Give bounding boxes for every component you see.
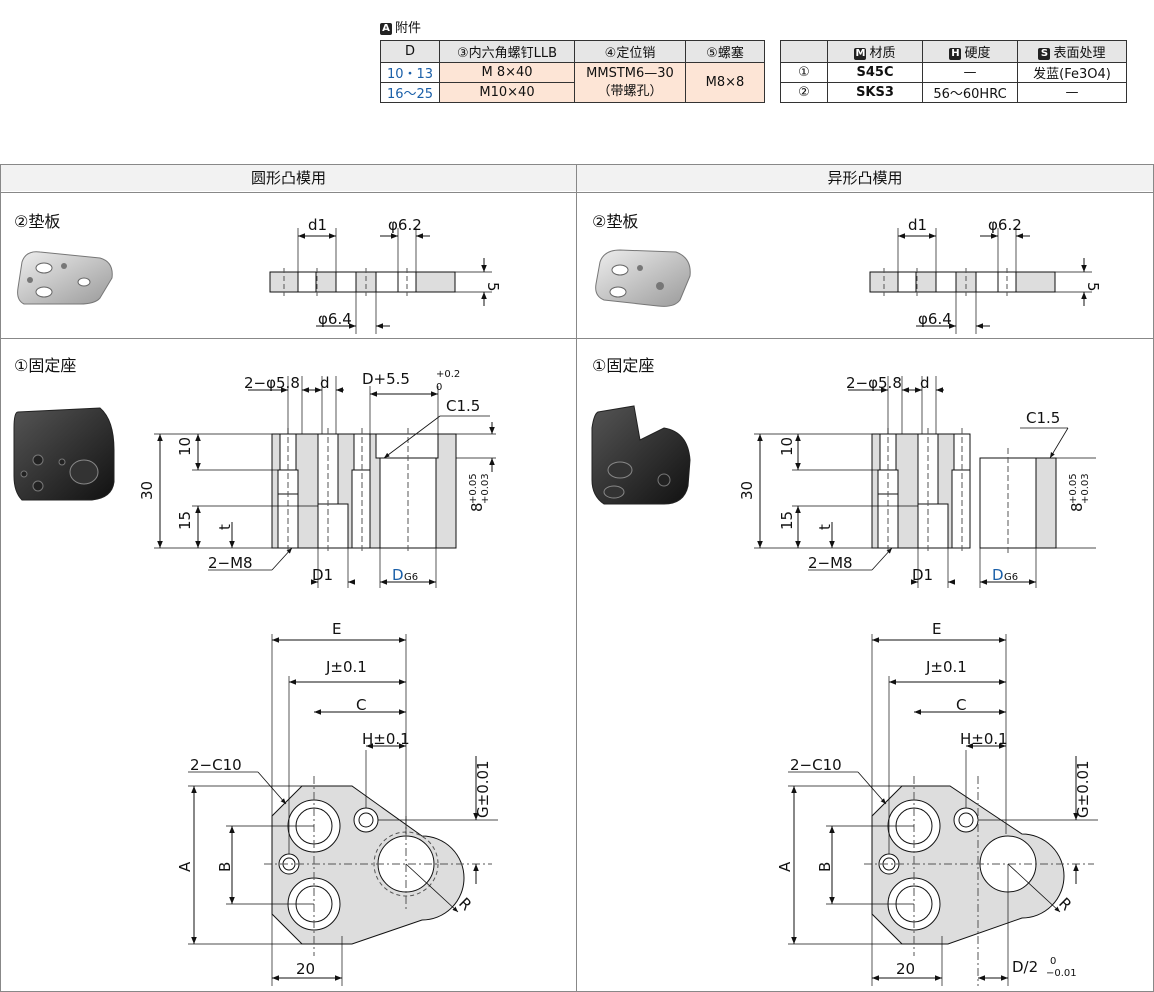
col-d: D — [380, 40, 440, 63]
left-plate-label: ②垫板 — [14, 212, 61, 231]
svg-text:φ6.2: φ6.2 — [388, 216, 422, 234]
cell-screw: M10×40 — [439, 82, 575, 103]
right-plate-label: ②垫板 — [592, 212, 639, 231]
cell-d: 16～25 — [380, 82, 440, 103]
svg-text:G±0.01: G±0.01 — [1074, 760, 1092, 818]
plate-drawing-right — [870, 228, 1092, 334]
svg-text:J±0.1: J±0.1 — [325, 658, 367, 676]
svg-text:D: D — [992, 566, 1004, 584]
svg-text:E: E — [932, 620, 941, 638]
topview-right — [788, 634, 1098, 986]
svg-text:A: A — [776, 861, 794, 872]
svg-text:15: 15 — [176, 511, 194, 530]
svg-text:5: 5 — [484, 282, 502, 292]
svg-text:8: 8 — [468, 502, 486, 512]
panel-divider — [576, 164, 577, 992]
svg-text:D: D — [392, 566, 404, 584]
svg-text:J±0.1: J±0.1 — [925, 658, 967, 676]
svg-text:20: 20 — [896, 960, 915, 978]
svg-text:+0.05: +0.05 — [1068, 473, 1079, 504]
svg-text:G6: G6 — [404, 572, 418, 583]
svg-text:+0.05: +0.05 — [468, 473, 479, 504]
svg-text:+0.2: +0.2 — [436, 369, 460, 380]
dims-right: d1 φ6.2 φ6.4 5 2−φ5.8 d C1.5 10 30 15 t … — [738, 216, 1102, 979]
attachment-table: D ③内六角螺钉LLB ④定位销 ⑤螺塞 10・13 M 8×40 MMSTM6… — [380, 40, 765, 103]
svg-text:20: 20 — [296, 960, 315, 978]
svg-text:2−C10: 2−C10 — [190, 756, 242, 774]
svg-text:+0.03: +0.03 — [480, 473, 491, 504]
svg-text:D1: D1 — [912, 566, 933, 584]
col-plug: ⑤螺塞 — [685, 40, 765, 63]
svg-text:G6: G6 — [1004, 572, 1018, 583]
seat-drawing-right — [754, 376, 1096, 588]
svg-text:2−φ5.8: 2−φ5.8 — [244, 374, 300, 392]
svg-text:φ6.4: φ6.4 — [918, 310, 952, 328]
plate-drawing-left — [270, 228, 492, 334]
svg-text:−0.01: −0.01 — [1046, 968, 1077, 979]
cell-d: 10・13 — [380, 62, 440, 83]
svg-text:C1.5: C1.5 — [446, 397, 480, 415]
svg-text:10: 10 — [778, 437, 796, 456]
right-seat-label: ①固定座 — [592, 356, 655, 375]
dims-left: d1 φ6.2 φ6.4 5 2−φ5.8 d D+5.5 +0.2 0 C1.… — [138, 216, 502, 978]
left-seat-label: ①固定座 — [14, 356, 77, 375]
plate-photo-right — [595, 249, 691, 307]
svg-text:A: A — [176, 861, 194, 872]
svg-text:C1.5: C1.5 — [1026, 409, 1060, 427]
svg-text:0: 0 — [436, 382, 442, 393]
svg-text:d1: d1 — [308, 216, 327, 234]
svg-text:2−φ5.8: 2−φ5.8 — [846, 374, 902, 392]
svg-text:B: B — [216, 862, 234, 872]
svg-text:30: 30 — [738, 481, 756, 500]
svg-text:10: 10 — [176, 437, 194, 456]
svg-text:2−M8: 2−M8 — [808, 554, 853, 572]
cell-screw: M 8×40 — [439, 62, 575, 83]
svg-text:d: d — [320, 374, 330, 392]
left-panel-title: 圆形凸模用 — [1, 165, 576, 191]
svg-text:D1: D1 — [312, 566, 333, 584]
svg-text:H±0.1: H±0.1 — [960, 730, 1008, 748]
seat-drawing-left — [154, 376, 496, 588]
svg-text:E: E — [332, 620, 341, 638]
svg-text:2−M8: 2−M8 — [208, 554, 253, 572]
svg-text:t: t — [216, 524, 234, 530]
attachment-title: 附件 — [395, 21, 422, 36]
svg-text:8: 8 — [1068, 502, 1086, 512]
svg-text:H±0.1: H±0.1 — [362, 730, 410, 748]
svg-text:G±0.01: G±0.01 — [474, 760, 492, 818]
svg-text:φ6.4: φ6.4 — [318, 310, 352, 328]
plate-photo-left — [17, 251, 113, 305]
attachment-badge: A — [380, 23, 392, 35]
svg-text:d1: d1 — [908, 216, 927, 234]
svg-text:15: 15 — [778, 511, 796, 530]
svg-text:d: d — [920, 374, 930, 392]
cell-plug: M8×8 — [685, 62, 765, 103]
seat-photo-left — [13, 407, 115, 501]
svg-text:φ6.2: φ6.2 — [988, 216, 1022, 234]
topview-left — [188, 634, 498, 986]
svg-text:C: C — [956, 696, 966, 714]
svg-text:t: t — [816, 524, 834, 530]
right-panel-title: 异形凸模用 — [577, 165, 1153, 191]
svg-text:5: 5 — [1084, 282, 1102, 292]
svg-text:D/2: D/2 — [1012, 958, 1038, 976]
svg-text:B: B — [816, 862, 834, 872]
svg-text:+0.03: +0.03 — [1080, 473, 1091, 504]
seat-photo-right — [591, 405, 691, 505]
svg-text:0: 0 — [1050, 956, 1056, 967]
svg-text:C: C — [356, 696, 366, 714]
svg-text:D+5.5: D+5.5 — [362, 370, 410, 388]
cell-pin: MMSTM6—30 （带螺孔） — [574, 62, 686, 103]
svg-text:30: 30 — [138, 481, 156, 500]
svg-text:2−C10: 2−C10 — [790, 756, 842, 774]
